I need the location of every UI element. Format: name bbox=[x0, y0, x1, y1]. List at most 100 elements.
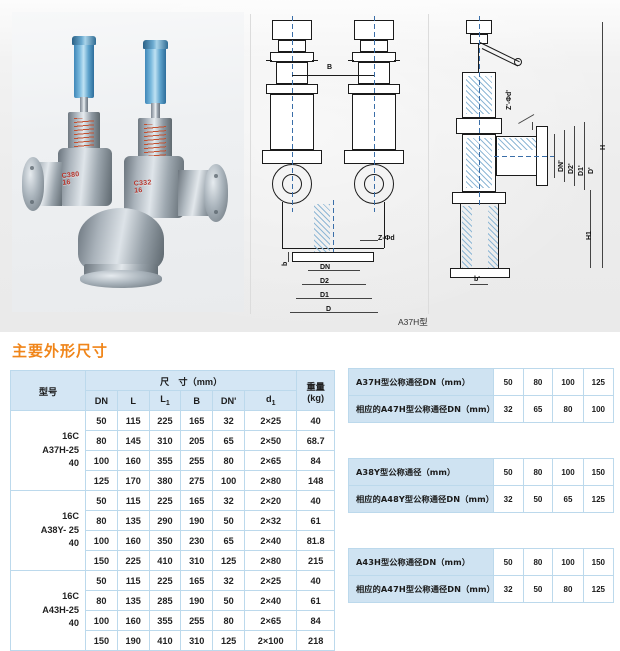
photo-base-elbow bbox=[78, 208, 164, 270]
cell-l1: 355 bbox=[148, 610, 182, 631]
cell-l1: 285 bbox=[148, 590, 182, 611]
front-view-drawing: B Z-Φd b DN D2 D1 D bbox=[256, 14, 426, 314]
dim-label-Z-phi-d: Z-Φd bbox=[378, 235, 395, 242]
cell-l1: 225 bbox=[148, 490, 182, 511]
cell-dn: 150 bbox=[85, 630, 118, 651]
cell-dn-value: 80 bbox=[522, 458, 554, 486]
dim-label-D: D bbox=[326, 306, 332, 313]
cell-b: 230 bbox=[180, 530, 214, 551]
cell-dn: 100 bbox=[85, 610, 118, 631]
dim-label-DN: DN bbox=[320, 264, 331, 271]
cell-l: 225 bbox=[116, 550, 150, 571]
cell-dn-value: 100 bbox=[552, 548, 584, 576]
photo-captop-rear bbox=[72, 36, 96, 45]
cell-weight: 40 bbox=[296, 490, 335, 511]
cell-dn-value: 50 bbox=[492, 368, 524, 396]
cell-b: 165 bbox=[180, 570, 214, 591]
cell-dn-prime: 50 bbox=[212, 590, 246, 611]
header-model: 型号 bbox=[10, 370, 86, 411]
cell-dn-value: 80 bbox=[552, 395, 584, 423]
cell-l: 145 bbox=[116, 430, 150, 451]
cell-b: 190 bbox=[180, 590, 214, 611]
cell-dn-value: 50 bbox=[492, 458, 524, 486]
photo-spring-front bbox=[144, 124, 166, 156]
cell-weight: 148 bbox=[296, 470, 335, 491]
cell-b: 190 bbox=[180, 510, 214, 531]
cell-dn-value: 125 bbox=[582, 368, 615, 396]
cell-l1: 350 bbox=[148, 530, 182, 551]
dim-label-H: H bbox=[600, 144, 607, 150]
cell-dn-prime: 125 bbox=[212, 630, 246, 651]
cell-dn: 80 bbox=[85, 510, 118, 531]
cell-b: 275 bbox=[180, 470, 214, 491]
cell-d1: 2×40 bbox=[244, 530, 298, 551]
cell-d1: 2×25 bbox=[244, 410, 298, 431]
cell-dn-prime: 65 bbox=[212, 430, 246, 451]
photo-cap-front bbox=[145, 46, 166, 104]
dim-label-B: B bbox=[327, 64, 333, 71]
dim-label-H1: H1 bbox=[586, 231, 593, 240]
cell-l1: 355 bbox=[148, 450, 182, 471]
cell-dn-value: 125 bbox=[582, 575, 615, 603]
cell-dn-prime: 32 bbox=[212, 490, 246, 511]
photo-cap-rear bbox=[74, 42, 94, 98]
cell-dn-value: 80 bbox=[522, 368, 554, 396]
cell-l1: 410 bbox=[148, 630, 182, 651]
label-corresponding-diameter: 相应的A48Y型公称通径DN（mm） bbox=[348, 485, 494, 513]
cell-dn-value: 100 bbox=[552, 368, 584, 396]
photo-flange-face-rear bbox=[22, 157, 44, 211]
cell-model: 16C A38Y- 25 40 bbox=[10, 490, 86, 571]
header-col-dn-prime: DN' bbox=[212, 390, 246, 411]
cell-l: 170 bbox=[116, 470, 150, 491]
cell-l: 135 bbox=[116, 510, 150, 531]
cell-model: 16C A37H-25 40 bbox=[10, 410, 86, 491]
cell-dn-prime: 32 bbox=[212, 410, 246, 431]
dim-label-D2: D2 bbox=[320, 278, 329, 285]
header-col-l1: L1 bbox=[148, 390, 182, 411]
cell-l: 115 bbox=[116, 570, 150, 591]
cell-dn-prime: 65 bbox=[212, 530, 246, 551]
cell-l1: 380 bbox=[148, 470, 182, 491]
dim-label-b-prime: b' bbox=[474, 276, 480, 283]
cell-model: 16C A43H-25 40 bbox=[10, 570, 86, 651]
cell-dn-value: 65 bbox=[522, 395, 554, 423]
cell-dn: 125 bbox=[85, 470, 118, 491]
cell-dn-prime: 32 bbox=[212, 570, 246, 591]
cell-dn: 80 bbox=[85, 590, 118, 611]
cell-dn: 100 bbox=[85, 450, 118, 471]
cell-d1: 2×80 bbox=[244, 470, 298, 491]
cell-dn: 100 bbox=[85, 530, 118, 551]
cell-dn-value: 80 bbox=[522, 548, 554, 576]
cell-d1: 2×100 bbox=[244, 630, 298, 651]
cell-dn-value: 100 bbox=[552, 458, 584, 486]
photo-spring-rear bbox=[74, 118, 94, 148]
header-weight-unit: (kg) bbox=[307, 392, 325, 403]
cell-b: 310 bbox=[180, 550, 214, 571]
photo-body-rear bbox=[58, 148, 112, 206]
outlet-flange bbox=[292, 252, 374, 262]
cell-dn: 50 bbox=[85, 490, 118, 511]
cell-dn-value: 100 bbox=[582, 395, 615, 423]
front-view-caption: A37H型 bbox=[398, 317, 428, 327]
cell-dn-prime: 80 bbox=[212, 450, 246, 471]
header-weight-label: 重量 bbox=[306, 381, 325, 392]
header-col-dn: DN bbox=[85, 390, 118, 411]
photo-body-front bbox=[124, 156, 184, 218]
cell-dn-value: 125 bbox=[582, 485, 615, 513]
cell-d1: 2×80 bbox=[244, 550, 298, 571]
cell-l: 160 bbox=[116, 530, 150, 551]
photo-stem-front bbox=[151, 103, 160, 121]
cell-l: 190 bbox=[116, 630, 150, 651]
